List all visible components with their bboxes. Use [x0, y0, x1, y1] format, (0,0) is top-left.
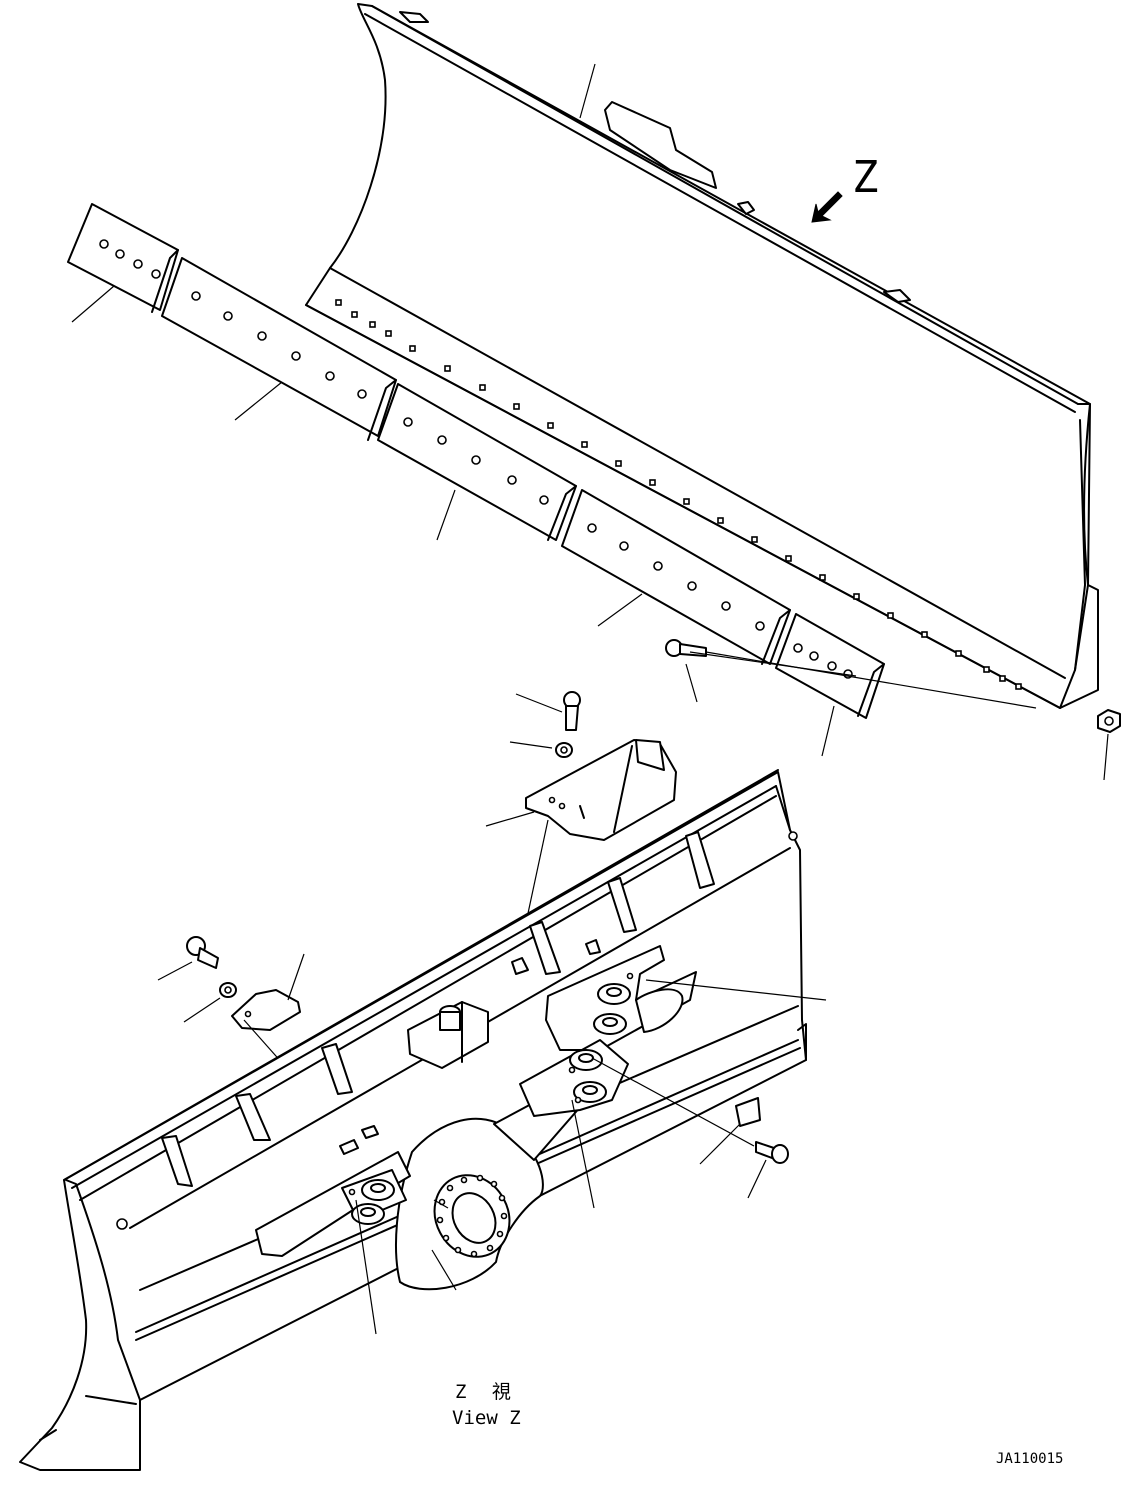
- lower-blade: [19, 769, 807, 1471]
- view-caption-japanese: Z 視: [455, 1381, 511, 1403]
- guard-bolt-top: [515, 691, 581, 731]
- cutting-edge-holes: [335, 299, 1022, 690]
- upper-blade: [305, 3, 1099, 709]
- leader-lines-upper: [71, 63, 1109, 781]
- view-marker-letter: Z: [852, 152, 879, 203]
- drawing-number: JA110015: [996, 1451, 1063, 1467]
- lower-bolt: [591, 1057, 789, 1199]
- shim-plate: [699, 1097, 761, 1165]
- leader-lines-lower: [355, 979, 827, 1335]
- cutting-edge-segments: [67, 203, 885, 719]
- guard-plate-top: [485, 739, 677, 961]
- flange-holes: [436, 1174, 508, 1258]
- guard-washer-top: [509, 741, 573, 758]
- edge-bolt: [665, 639, 1037, 709]
- edge-nut: [1097, 709, 1121, 733]
- view-caption-english: View Z: [452, 1407, 521, 1429]
- guard-bolt-left: [157, 936, 219, 981]
- view-arrow: [811, 191, 843, 223]
- guard-washer-left: [183, 982, 237, 1023]
